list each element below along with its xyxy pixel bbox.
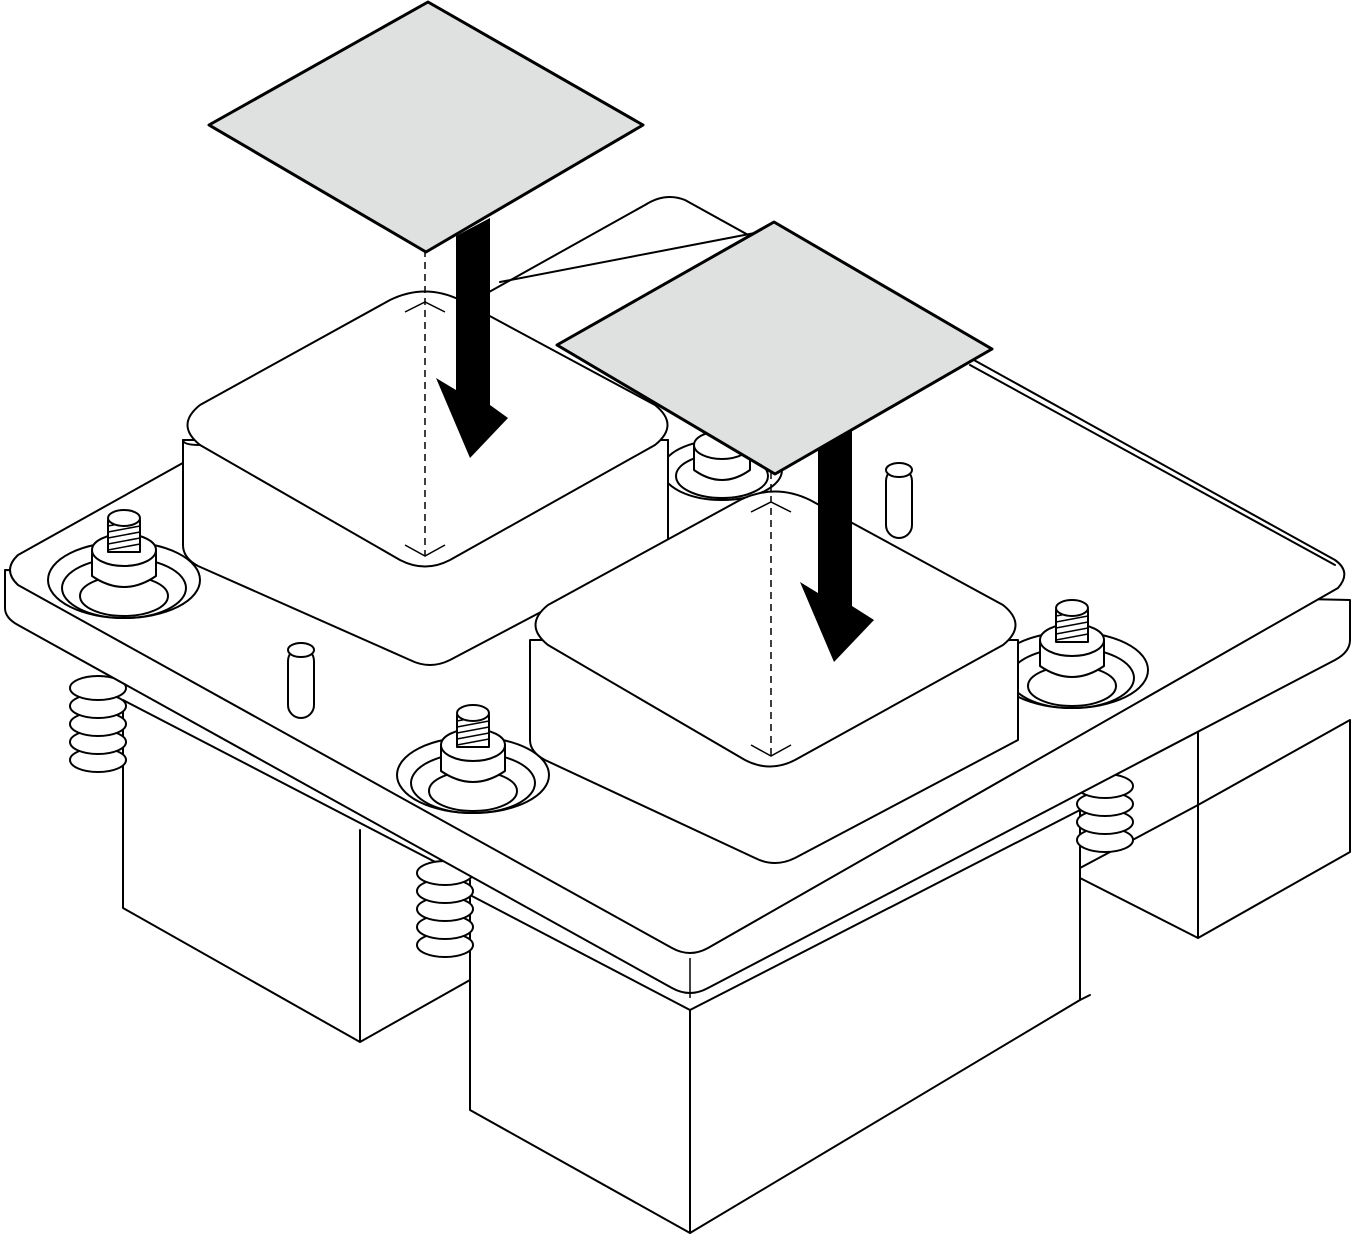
alignment-pin-left xyxy=(287,642,315,719)
spring-right xyxy=(1076,773,1134,853)
thermal-pad-left xyxy=(207,0,645,254)
right-alignment-guide xyxy=(750,472,792,757)
left-alignment-guide xyxy=(404,250,446,557)
down-arrow-icon xyxy=(436,218,508,458)
left-lower-block xyxy=(122,699,471,1043)
down-arrow-icon-2 xyxy=(800,430,874,662)
right-raised-block xyxy=(529,490,1019,864)
plate-rear-ridge xyxy=(969,364,1336,566)
front-lower-block xyxy=(469,809,1091,1234)
screw-center xyxy=(396,704,550,814)
screw-right xyxy=(995,599,1149,709)
alignment-pin-right xyxy=(885,462,913,539)
spring-left xyxy=(69,675,127,773)
spring-center xyxy=(416,860,474,958)
plate-step-edge xyxy=(499,231,761,283)
thermal-pad-right xyxy=(555,220,994,476)
screw-left xyxy=(47,509,201,619)
